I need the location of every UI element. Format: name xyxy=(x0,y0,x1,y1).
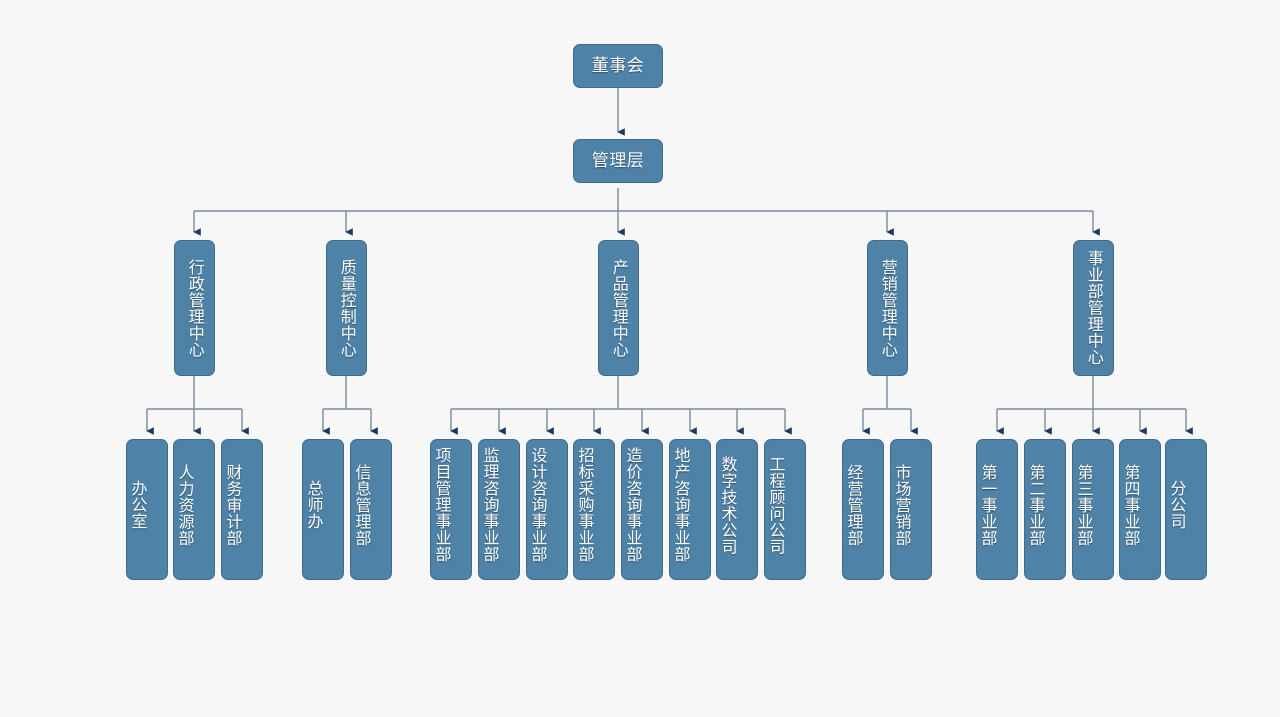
node-label: 财务审计部 xyxy=(223,463,243,547)
node-label: 市场营销部 xyxy=(892,463,912,547)
node-chief-engineer-office[interactable]: 总师办 xyxy=(302,439,344,580)
node-office[interactable]: 办公室 xyxy=(126,439,168,580)
node-label: 数字技术公司 xyxy=(718,455,738,555)
node-label: 第三事业部 xyxy=(1074,463,1094,547)
node-branch-company[interactable]: 分公司 xyxy=(1165,439,1207,580)
node-label: 地产咨询事业部 xyxy=(671,447,691,563)
node-label: 办公室 xyxy=(128,480,148,530)
node-label: 事业部管理中心 xyxy=(1084,250,1104,366)
node-finance-audit-dept[interactable]: 财务审计部 xyxy=(221,439,263,580)
node-label: 招标采购事业部 xyxy=(575,447,595,563)
node-real-estate-consulting-bu[interactable]: 地产咨询事业部 xyxy=(669,439,711,580)
node-label: 产品管理中心 xyxy=(609,258,629,358)
node-label: 管理层 xyxy=(591,150,645,171)
node-label: 经营管理部 xyxy=(844,463,864,547)
node-digital-technology-company[interactable]: 数字技术公司 xyxy=(716,439,758,580)
node-operations-management-dept[interactable]: 经营管理部 xyxy=(842,439,884,580)
node-admin-management-center[interactable]: 行政管理中心 xyxy=(174,240,215,376)
node-label: 第四事业部 xyxy=(1121,463,1141,547)
node-label: 董事会 xyxy=(591,55,645,76)
node-cost-consulting-bu[interactable]: 造价咨询事业部 xyxy=(621,439,663,580)
node-label: 设计咨询事业部 xyxy=(528,447,548,563)
node-product-management-center[interactable]: 产品管理中心 xyxy=(598,240,639,376)
node-second-business-unit[interactable]: 第二事业部 xyxy=(1024,439,1066,580)
node-fourth-business-unit[interactable]: 第四事业部 xyxy=(1119,439,1161,580)
node-label: 项目管理事业部 xyxy=(432,447,452,563)
node-label: 监理咨询事业部 xyxy=(480,447,500,563)
node-human-resources-dept[interactable]: 人力资源部 xyxy=(173,439,215,580)
node-market-marketing-dept[interactable]: 市场营销部 xyxy=(890,439,932,580)
node-label: 造价咨询事业部 xyxy=(623,447,643,563)
node-project-management-bu[interactable]: 项目管理事业部 xyxy=(430,439,472,580)
node-label: 人力资源部 xyxy=(175,463,195,547)
node-label: 第二事业部 xyxy=(1026,463,1046,547)
node-marketing-management-center[interactable]: 营销管理中心 xyxy=(867,240,908,376)
node-label: 第一事业部 xyxy=(978,463,998,547)
node-label: 总师办 xyxy=(304,480,324,530)
node-supervision-consulting-bu[interactable]: 监理咨询事业部 xyxy=(478,439,520,580)
node-bidding-procurement-bu[interactable]: 招标采购事业部 xyxy=(573,439,615,580)
node-engineering-consulting-company[interactable]: 工程顾问公司 xyxy=(764,439,806,580)
node-quality-control-center[interactable]: 质量控制中心 xyxy=(326,240,367,376)
node-design-consulting-bu[interactable]: 设计咨询事业部 xyxy=(526,439,568,580)
node-management[interactable]: 管理层 xyxy=(573,139,663,183)
node-label: 信息管理部 xyxy=(352,463,372,547)
node-third-business-unit[interactable]: 第三事业部 xyxy=(1072,439,1114,580)
node-label: 营销管理中心 xyxy=(878,258,898,358)
node-board-of-directors[interactable]: 董事会 xyxy=(573,44,663,88)
node-information-management-dept[interactable]: 信息管理部 xyxy=(350,439,392,580)
node-label: 分公司 xyxy=(1167,480,1187,530)
node-label: 工程顾问公司 xyxy=(766,455,786,555)
node-first-business-unit[interactable]: 第一事业部 xyxy=(976,439,1018,580)
node-label: 行政管理中心 xyxy=(185,258,205,358)
node-label: 质量控制中心 xyxy=(337,258,357,358)
node-business-unit-management-center[interactable]: 事业部管理中心 xyxy=(1073,240,1114,376)
